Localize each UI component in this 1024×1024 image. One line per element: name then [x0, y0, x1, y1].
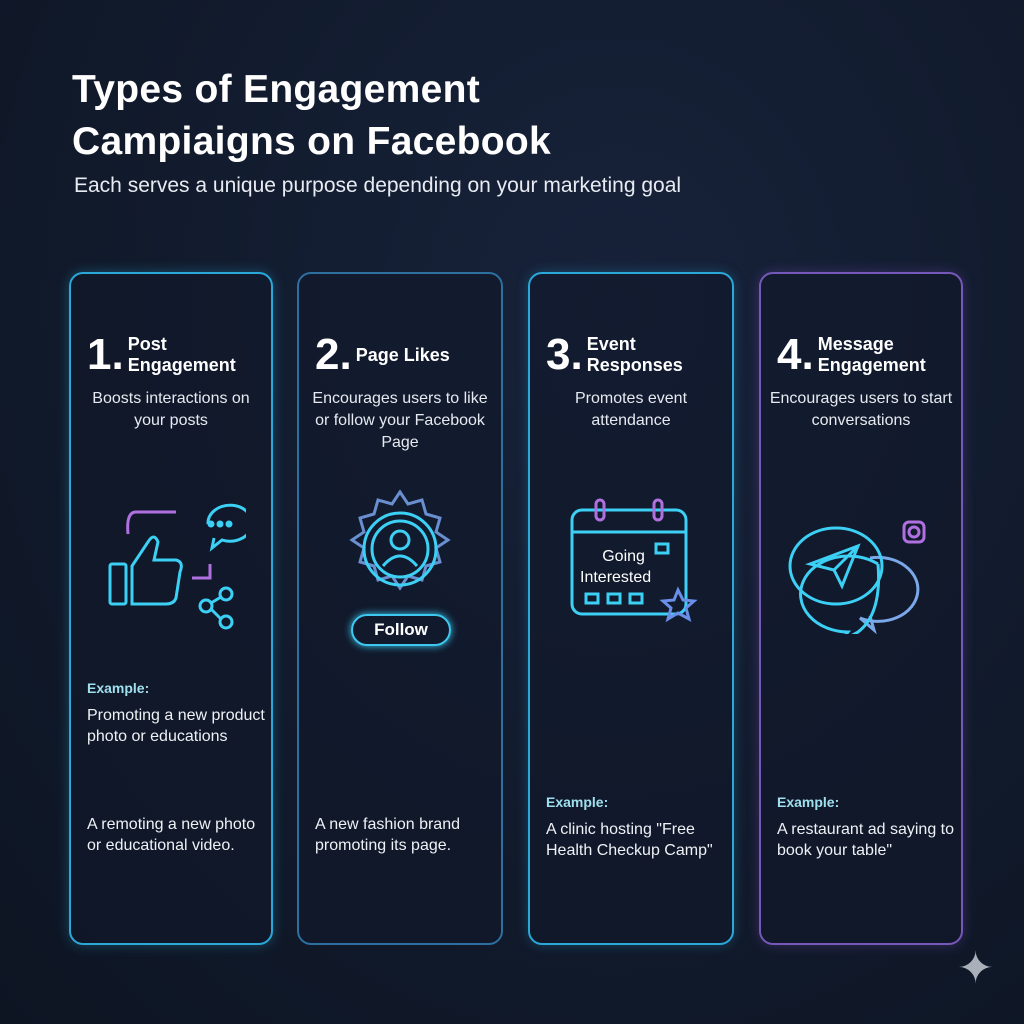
example-text: A clinic hosting "Free Health Checkup Ca… — [546, 821, 713, 859]
card-heading: Page Likes — [355, 344, 450, 365]
example-label: Example: — [87, 680, 150, 696]
thumbs-up-comment-share-icon — [71, 489, 271, 639]
extra-text: A new fashion brand promoting its page. — [315, 816, 460, 854]
example-text: A restaurant ad saying to book your tabl… — [777, 821, 954, 859]
card-number: 1. — [87, 330, 124, 379]
card-number: 4. — [777, 330, 814, 379]
example-block: Example: A restaurant ad saying to book y… — [777, 792, 955, 861]
example-label: Example: — [546, 794, 609, 810]
example-block: Example: A clinic hosting "Free Health Ch… — [546, 792, 726, 861]
extra-text: A remoting a new photo or educational vi… — [87, 816, 256, 854]
sparkle-icon: ✦ — [957, 944, 994, 993]
example-block: Example: Promoting a new product photo or… — [87, 678, 265, 747]
message-send-icon — [761, 499, 961, 649]
page-subtitle: Each serves a unique purpose depending o… — [74, 174, 682, 197]
follow-button[interactable]: Follow — [351, 614, 451, 646]
title-line: Campiaigns on Facebook — [72, 120, 552, 163]
title-line: Types of Engagement — [72, 68, 481, 111]
card-description: Encourages users to start conversations — [769, 390, 953, 429]
card-page-likes: 2.Page Likes Encourages users to like or… — [297, 272, 503, 945]
card-number: 2. — [315, 330, 352, 379]
card-description: Promotes event attendance — [574, 390, 688, 429]
card-description: Encourages users to like or follow your … — [312, 390, 488, 451]
card-description: Boosts interactions on your posts — [92, 390, 250, 429]
example-label: Example: — [777, 794, 840, 810]
example-text: Promoting a new product photo or educati… — [87, 707, 265, 745]
card-number: 3. — [546, 330, 583, 379]
gear-profile-icon — [299, 484, 501, 614]
